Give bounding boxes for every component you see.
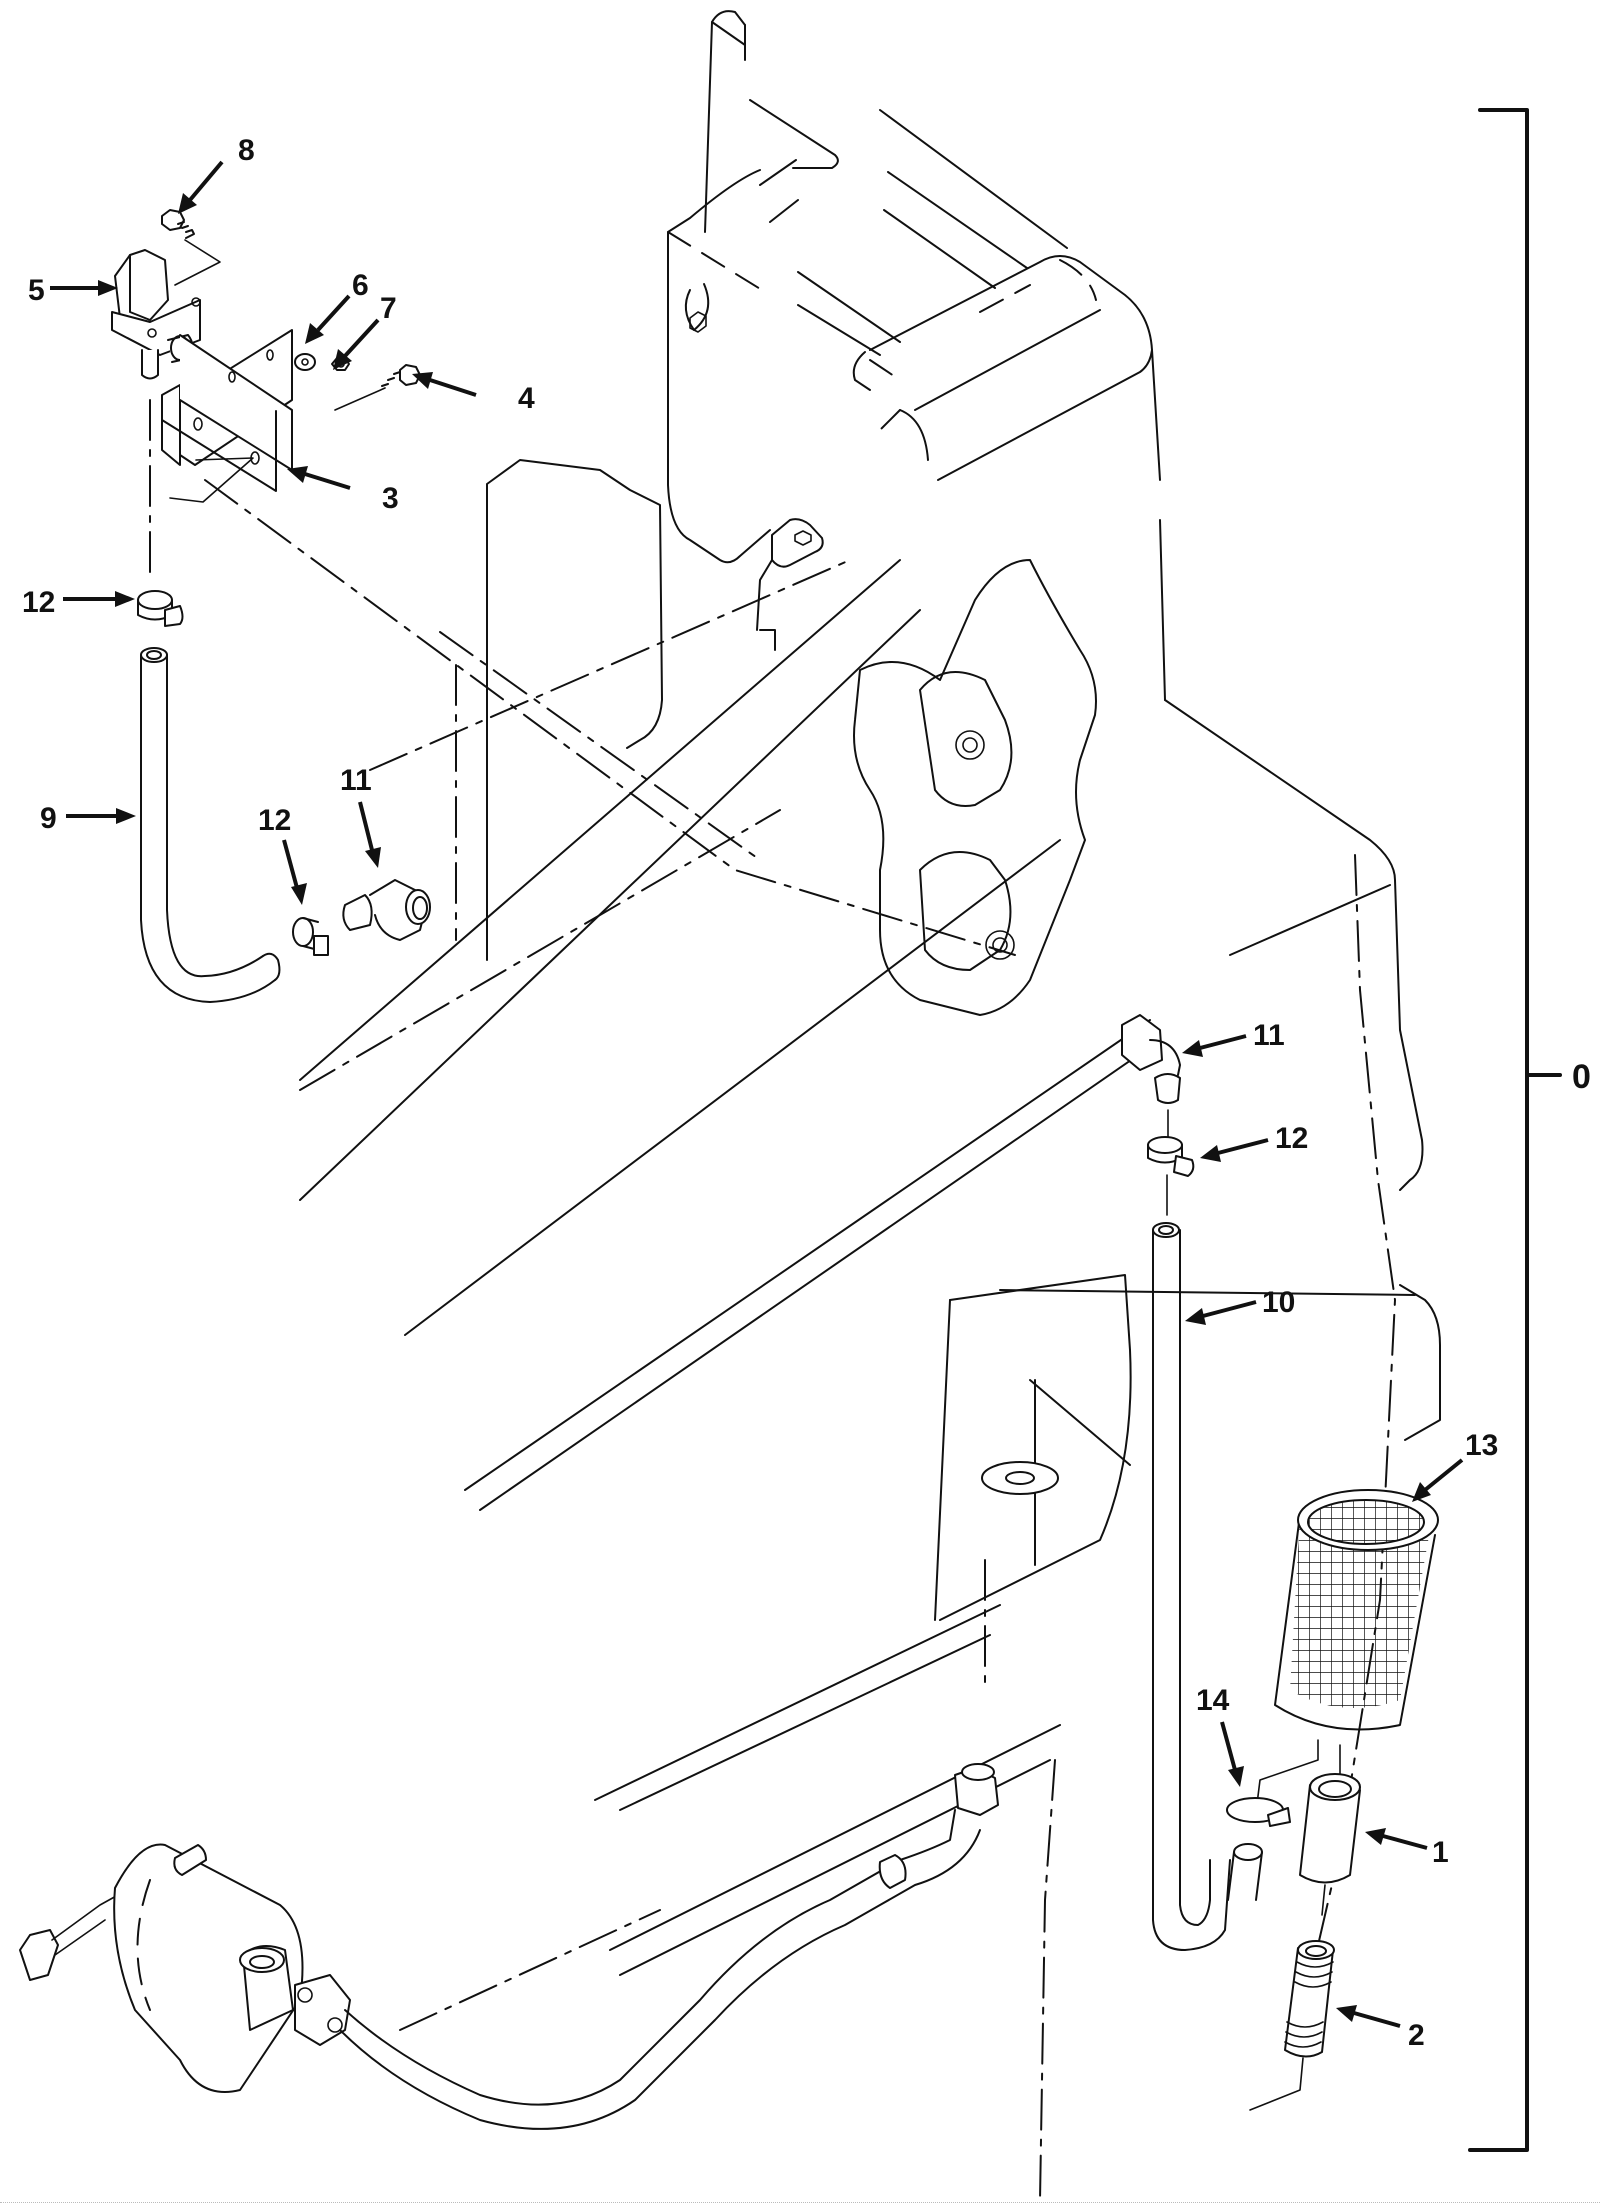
callout-label: 9 (40, 802, 57, 835)
center-lines (149, 399, 1016, 2031)
callout-label: 3 (382, 482, 399, 515)
part-6-washer (294, 353, 316, 371)
callout-label: 1 (1432, 1836, 1449, 1869)
callout-10[interactable]: 10 (1185, 1286, 1295, 1325)
pump-assembly (19, 1843, 351, 2093)
callout-5[interactable]: 5 (28, 274, 118, 307)
callout-label: 12 (22, 586, 55, 619)
part-12-clamp-upper (137, 590, 184, 627)
callout-13[interactable]: 13 (1412, 1429, 1498, 1502)
page-bottom-rule (0, 2202, 1600, 2203)
callout-label: 5 (28, 274, 45, 307)
part-4-bolt (334, 364, 421, 411)
callout-label: 12 (258, 804, 291, 837)
part-9-hose (140, 647, 281, 1003)
callout-8[interactable]: 8 (178, 134, 255, 214)
machine-frame (299, 10, 1441, 2201)
callout-label: 11 (340, 764, 372, 797)
callout-label: 6 (352, 269, 369, 302)
callout-14[interactable]: 14 (1196, 1684, 1244, 1787)
callout-1[interactable]: 1 (1365, 1828, 1449, 1869)
callout-label: 11 (1253, 1019, 1285, 1052)
part-1-coupling (1299, 1773, 1361, 1916)
callout-6[interactable]: 6 (305, 269, 369, 344)
callout-label: 7 (380, 292, 397, 325)
part-3-bracket (161, 329, 293, 503)
part-13-strainer (1254, 1489, 1439, 1821)
part-12-clamp-right (1147, 1136, 1195, 1216)
callout-label: 4 (518, 382, 535, 415)
callout-label: 2 (1408, 2019, 1425, 2052)
callout-12[interactable]: 12 (1200, 1122, 1308, 1162)
callout-label: 13 (1465, 1429, 1498, 1462)
callout-3[interactable]: 3 (287, 466, 399, 515)
callout-label: 14 (1196, 1684, 1230, 1717)
callout-7[interactable]: 7 (333, 292, 397, 370)
callout-11[interactable]: 11 (340, 764, 381, 868)
callout-12[interactable]: 12 (258, 804, 307, 905)
assembly-label: 0 (1572, 1058, 1591, 1096)
callout-label: 12 (1275, 1122, 1308, 1155)
pump-outlet-hose (339, 1763, 999, 2130)
callout-label: 10 (1262, 1286, 1295, 1319)
callout-4[interactable]: 4 (412, 372, 535, 415)
part-2-nipple (1249, 1940, 1335, 2111)
part-12-clamp-lower (292, 917, 329, 956)
part-14-clamp (1226, 1797, 1291, 1827)
part-8-screw (161, 209, 221, 286)
callouts: 8 5 6 7 4 3 12 9 (22, 134, 1498, 2052)
callout-12[interactable]: 12 (22, 586, 135, 619)
part-10-hose (1152, 1222, 1263, 1951)
part-11-elbow-right (1121, 1014, 1181, 1141)
callout-9[interactable]: 9 (40, 802, 136, 835)
callout-11[interactable]: 11 (1182, 1019, 1285, 1057)
part-11-elbow-left (342, 879, 431, 941)
assembly-bracket (1468, 108, 1562, 2152)
callout-label: 8 (238, 134, 255, 167)
callout-2[interactable]: 2 (1336, 2005, 1425, 2052)
